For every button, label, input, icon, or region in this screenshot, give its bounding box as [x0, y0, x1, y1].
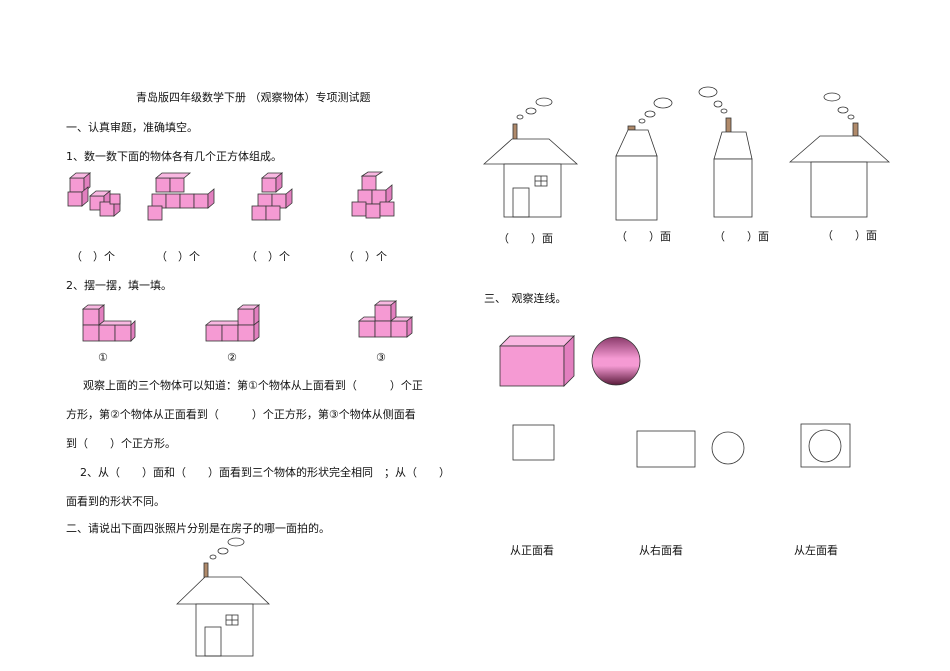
house-view-2 [615, 97, 673, 221]
house-answer-2[interactable]: （ ）面 [616, 230, 671, 243]
house-body [810, 161, 868, 218]
door [512, 187, 530, 218]
cube-figure-1 [67, 172, 121, 217]
house-answer-3[interactable]: （ ）面 [714, 230, 769, 243]
house-body [195, 603, 254, 657]
section2-heading: 二、请说出下面四张照片分别是在房子的哪一面拍的。 [66, 522, 330, 535]
pink-cuboid [499, 335, 575, 387]
view-square-with-circle [800, 423, 851, 468]
q1-answer-4[interactable]: （ ）个 [343, 250, 387, 263]
smoke-puff [837, 106, 849, 114]
smoke-puff [644, 110, 656, 118]
roof [713, 131, 753, 160]
q2-label-3: ③ [376, 351, 386, 364]
house-view-1 [482, 97, 579, 218]
smoke-puff [217, 547, 229, 555]
house-answer-1[interactable]: （ ）面 [498, 232, 553, 245]
chimney [627, 125, 636, 131]
smoke-puff [713, 100, 723, 108]
q1-answer-2[interactable]: （ ）个 [156, 250, 200, 263]
q3-line1: 2、从（ ）面和（ ）面看到三个物体的形状完全相同 ；从（ ） [80, 466, 450, 479]
smoke-puff [638, 118, 646, 124]
smoke-puff [720, 108, 728, 114]
q3-line2: 面看到的形状不同。 [66, 495, 165, 508]
page-title: 青岛版四年级数学下册 （观察物体）专项测试题 [136, 91, 371, 104]
q1-answer-3[interactable]: （ ）个 [246, 250, 290, 263]
q2-figure-1 [81, 304, 136, 342]
q2-text-line3: 到（ ）个正方形。 [66, 437, 176, 450]
view-square [512, 424, 555, 461]
view-label-front: 从正面看 [510, 544, 554, 557]
house-view-3 [698, 86, 753, 218]
chimney [852, 122, 859, 137]
roof [176, 576, 270, 605]
house-main [176, 537, 270, 657]
roof [482, 138, 579, 165]
q2-figure-2 [204, 304, 261, 342]
smoke-puff [209, 554, 217, 560]
section1-heading: 一、认真审题，准确填空。 [66, 121, 198, 134]
roof [788, 135, 891, 163]
smoke-puff [847, 114, 855, 120]
smoke-puff [227, 537, 245, 547]
view-rectangle [636, 430, 696, 468]
q1-answer-1[interactable]: （ ）个 [71, 250, 115, 263]
smoke-puff [516, 114, 524, 120]
smoke-puff [653, 97, 673, 109]
cube-figure-2 [147, 172, 215, 221]
view-label-left: 从左面看 [794, 544, 838, 557]
house-answer-4[interactable]: （ ）面 [822, 229, 877, 242]
view-label-right: 从右面看 [639, 544, 683, 557]
house-body [713, 158, 753, 218]
house-body [615, 155, 658, 221]
smoke-puff [525, 107, 537, 115]
pink-sphere [591, 336, 641, 386]
q2-text-line2: 方形，第②个物体从正面看到（ ）个正方形，第③个物体从侧面看 [66, 408, 416, 421]
smoke-puff [698, 86, 718, 98]
smoke-puff [823, 92, 841, 102]
question-1: 1、数一数下面的物体各有几个正方体组成。 [66, 150, 282, 163]
smoke-puff [535, 97, 553, 107]
house-body [503, 163, 562, 218]
q2-figure-3 [357, 300, 414, 338]
question-2: 2、摆一摆，填一填。 [66, 279, 172, 292]
cube-group [67, 172, 121, 217]
roof [615, 129, 658, 157]
q2-label-1: ① [98, 351, 108, 364]
house-view-4 [788, 92, 891, 218]
cube-figure-3 [251, 172, 293, 221]
q2-text-line1: 观察上面的三个物体可以知道：第①个物体从上面看到（ ）个正 [83, 379, 423, 392]
section3-heading: 三、 观察连线。 [484, 292, 567, 305]
cube-figure-4 [351, 171, 395, 219]
view-circle [711, 431, 745, 465]
q2-label-2: ② [227, 351, 237, 364]
door [204, 626, 222, 657]
